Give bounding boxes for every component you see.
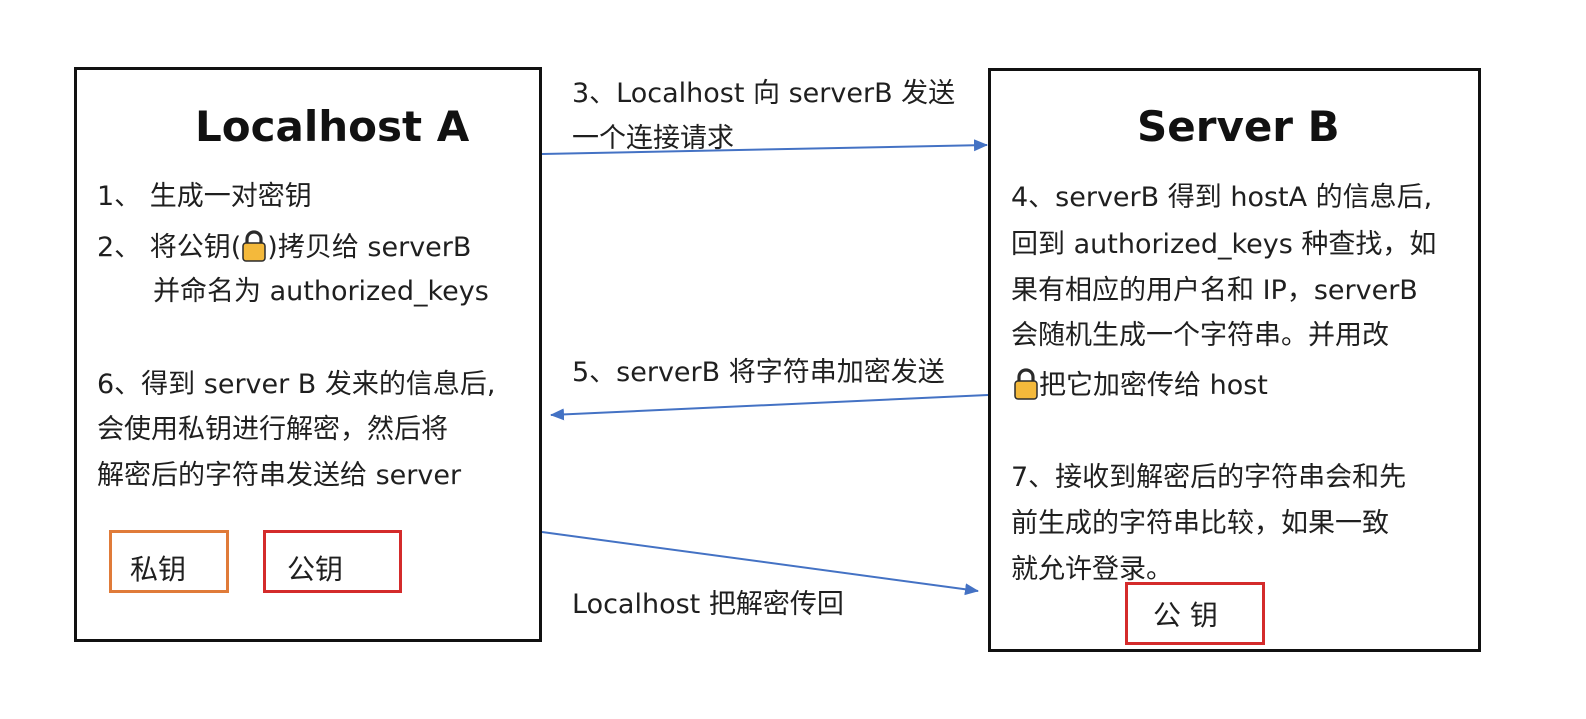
step7-line2-text: 前生成的字符串比较，如果一致	[1011, 508, 1389, 539]
step3-line2-label: 一个连接请求	[572, 123, 734, 154]
encrypted-string-arrow	[550, 394, 989, 421]
step5-label: 5、serverB 将字符串加密发送	[572, 357, 945, 388]
return-label: Localhost 把解密传回	[572, 589, 844, 620]
server-title: Server B	[1137, 102, 1340, 151]
step7-line1-text: 7、接收到解密后的字符串会和先	[1011, 462, 1407, 493]
public-key-box	[263, 530, 402, 593]
step4-line1-text: 4、serverB 得到 hostA 的信息后,	[1011, 182, 1433, 213]
lock-icon	[241, 229, 267, 263]
server-public-key-box	[1125, 582, 1265, 645]
step4-line5-text: 把它加密传给 host	[1013, 367, 1268, 402]
step2-line2-text: 并命名为 authorized_keys	[153, 276, 489, 307]
step2-text: 2、 将公钥( )拷贝给 serverB	[97, 229, 471, 264]
step6-line2-text: 会使用私钥进行解密，然后将	[97, 414, 448, 445]
localhost-title: Localhost A	[195, 102, 470, 151]
server-public-key-label: 公 钥	[1153, 599, 1218, 632]
step4-line2-text: 回到 authorized_keys 种查找，如	[1011, 229, 1437, 260]
step4-line5-suffix: 把它加密传给 host	[1039, 370, 1268, 401]
step4-line4-text: 会随机生成一个字符串。并用改	[1011, 320, 1389, 351]
step4-line3-text: 果有相应的用户名和 IP，serverB	[1011, 275, 1418, 306]
step7-line3-text: 就允许登录。	[1011, 554, 1173, 585]
private-key-box	[109, 530, 229, 593]
step2-suffix: )拷贝给 serverB	[267, 232, 472, 263]
decrypted-return-arrow	[541, 531, 979, 596]
step1-text: 1、 生成一对密钥	[97, 181, 312, 212]
server-b-box	[988, 68, 1481, 652]
public-key-label: 公钥	[287, 553, 344, 586]
step2-prefix: 2、 将公钥(	[97, 232, 242, 263]
step3-line1-label: 3、Localhost 向 serverB 发送	[572, 78, 956, 109]
request-arrow	[541, 139, 988, 155]
step6-line3-text: 解密后的字符串发送给 server	[97, 460, 462, 491]
lock-icon	[1013, 367, 1039, 401]
step6-line1-text: 6、得到 server B 发来的信息后,	[97, 369, 496, 400]
private-key-label: 私钥	[130, 553, 187, 586]
